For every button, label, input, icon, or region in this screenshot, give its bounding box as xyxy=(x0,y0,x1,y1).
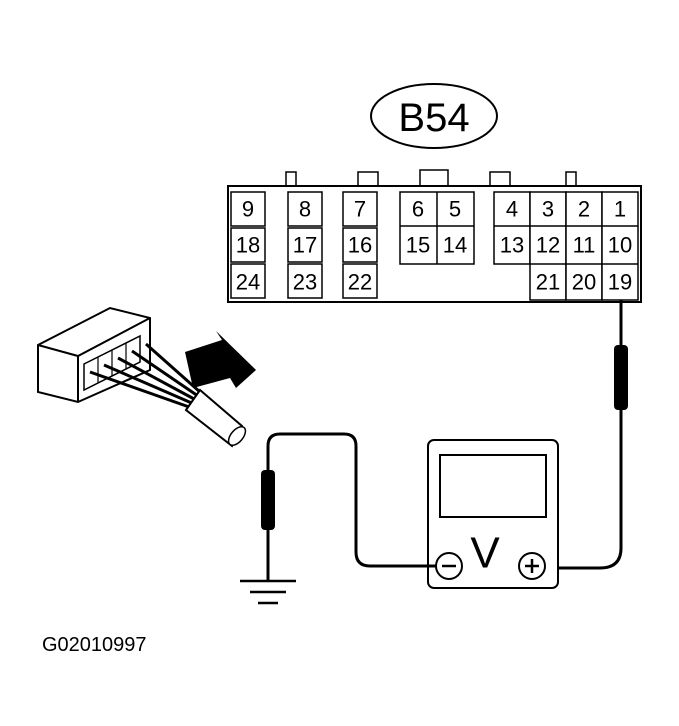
connector-b54: 9 8 7 6 5 4 3 2 1 18 17 16 15 14 13 12 1… xyxy=(227,169,642,303)
voltmeter-symbol: V xyxy=(470,529,500,578)
pin-24: 24 xyxy=(236,270,260,295)
pin-20: 20 xyxy=(572,270,596,295)
connector-side-view xyxy=(37,306,256,448)
pin-23: 23 xyxy=(293,270,317,295)
pin-3: 3 xyxy=(542,197,554,222)
pin-16: 16 xyxy=(348,233,372,258)
pin-6: 6 xyxy=(412,197,424,222)
connector-label-text: B54 xyxy=(398,96,469,140)
pin-13: 13 xyxy=(500,233,524,258)
pin-11: 11 xyxy=(573,233,596,258)
connector-label: B54 xyxy=(370,83,498,149)
negative-probe xyxy=(261,432,436,580)
figure-id: G02010997 xyxy=(42,634,147,656)
pin-18: 18 xyxy=(236,233,260,258)
pin-10: 10 xyxy=(608,233,632,258)
pin-2: 2 xyxy=(578,197,590,222)
pin-17: 17 xyxy=(293,233,317,258)
pin-21: 21 xyxy=(536,270,560,295)
pin-5: 5 xyxy=(449,197,461,222)
positive-probe xyxy=(548,300,628,570)
pin-1: 1 xyxy=(614,197,626,222)
pin-14: 14 xyxy=(443,233,467,258)
ground-symbol xyxy=(240,579,296,605)
pin-8: 8 xyxy=(299,197,311,222)
pin-22: 22 xyxy=(348,270,372,295)
pin-4: 4 xyxy=(506,197,518,222)
voltmeter: V xyxy=(427,439,559,589)
pin-7: 7 xyxy=(354,197,366,222)
pin-12: 12 xyxy=(536,233,560,258)
pin-9: 9 xyxy=(242,197,254,222)
pin-15: 15 xyxy=(406,233,430,258)
pin-19: 19 xyxy=(608,270,632,295)
